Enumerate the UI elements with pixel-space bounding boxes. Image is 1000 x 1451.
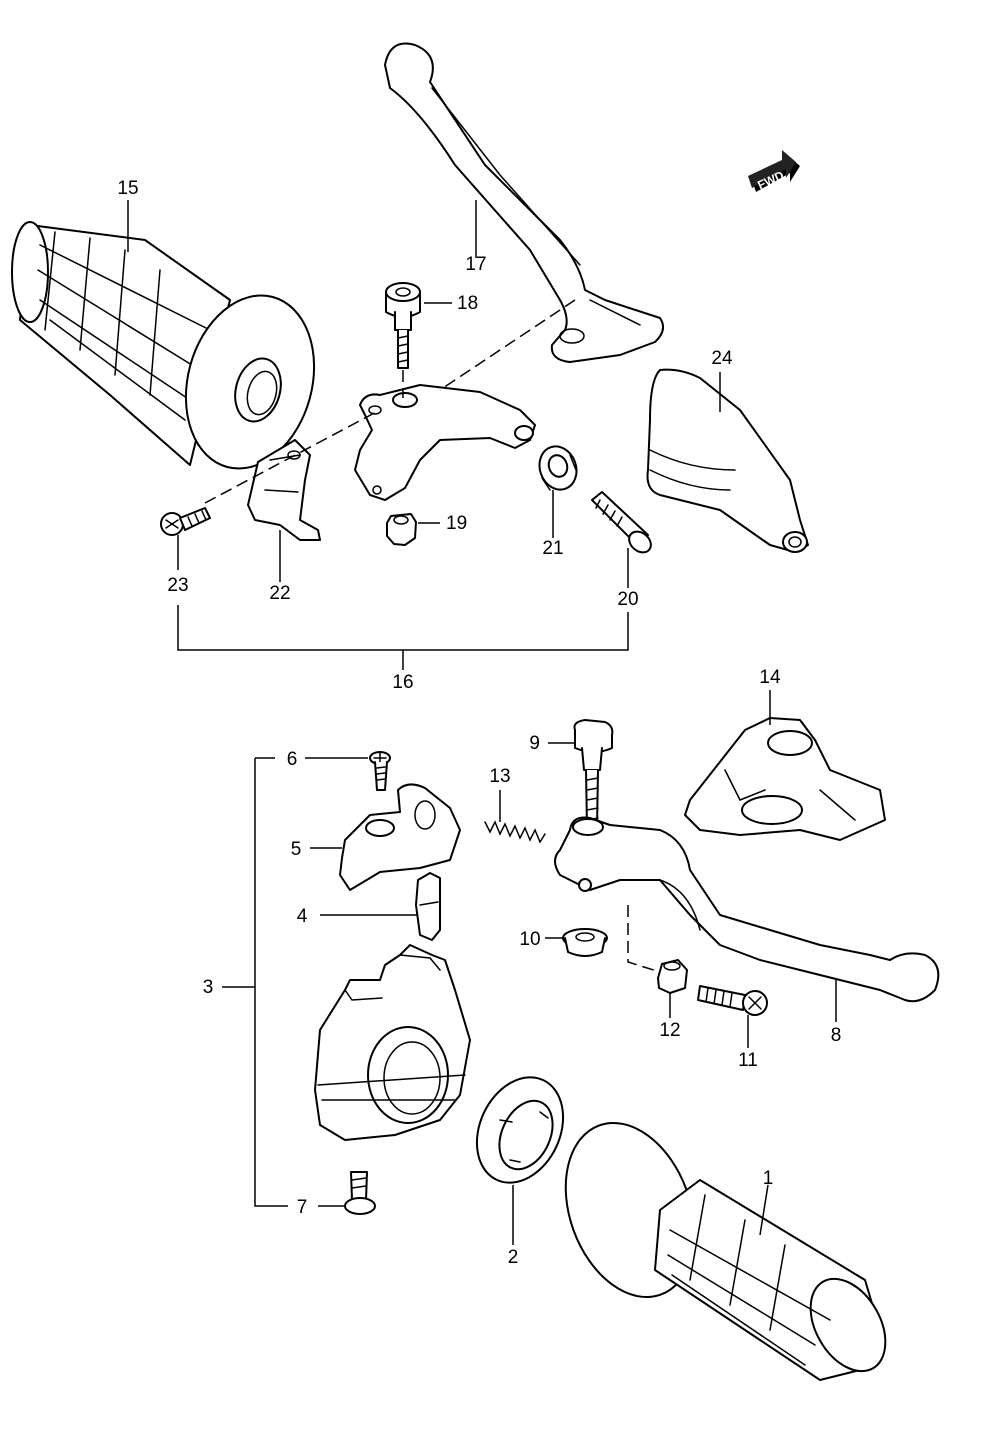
clutch-lever — [384, 42, 665, 363]
callout-15: 15 — [117, 178, 138, 199]
callout-7: 7 — [297, 1197, 308, 1218]
adjuster-screw — [697, 985, 768, 1016]
callout-17: 17 — [465, 254, 486, 275]
callout-14: 14 — [759, 667, 781, 688]
lever-boot — [646, 368, 809, 553]
callout-6: 6 — [287, 749, 298, 770]
callout-2: 2 — [508, 1247, 519, 1268]
alignment-line-12 — [627, 905, 661, 973]
throttle-tube — [475, 1076, 565, 1184]
clutch-lever-holder — [354, 384, 536, 501]
callout-5: 5 — [291, 839, 302, 860]
switch-housing — [314, 944, 471, 1141]
pivot-bolt — [385, 282, 421, 369]
lever-spring — [484, 820, 546, 844]
switch-contact — [415, 872, 441, 941]
left-grip — [11, 221, 316, 470]
brake-lever — [554, 816, 940, 1003]
switch-screw-lower — [344, 1171, 376, 1215]
callout-13: 13 — [489, 766, 510, 787]
callout-24: 24 — [711, 348, 733, 369]
callout-18: 18 — [457, 293, 478, 314]
brake-pivot-bolt — [573, 719, 614, 829]
callout-19: 19 — [446, 513, 467, 534]
callout-16: 16 — [392, 672, 413, 693]
callout-23: 23 — [167, 575, 188, 596]
alignment-line-23 — [204, 409, 381, 504]
callout-12: 12 — [659, 1020, 680, 1041]
leader-lines — [127, 200, 837, 1245]
callout-8: 8 — [831, 1025, 842, 1046]
callout-1: 1 — [763, 1168, 774, 1189]
callout-10: 10 — [519, 929, 540, 950]
callout-11: 11 — [738, 1050, 758, 1071]
fwd-arrow-icon: FWD — [748, 150, 800, 192]
switch-screw-upper — [369, 751, 391, 791]
lever-clamp — [247, 439, 321, 541]
clamp-screw — [160, 507, 211, 536]
alignment-line-17 — [439, 299, 576, 391]
adjuster-locknut — [538, 445, 578, 491]
cable-adjuster — [591, 491, 652, 554]
holder-nut — [386, 513, 417, 546]
callout-3: 3 — [203, 977, 214, 998]
right-grip — [564, 1121, 887, 1381]
callout-22: 22 — [269, 583, 290, 604]
brake-lever-cover — [684, 717, 886, 841]
callout-21: 21 — [542, 538, 563, 559]
pivot-nut — [562, 928, 608, 957]
switch-top-cover — [339, 783, 461, 891]
callout-9: 9 — [529, 733, 540, 754]
callout-4: 4 — [297, 906, 308, 927]
callout-20: 20 — [617, 589, 638, 610]
adjuster-nut — [657, 959, 688, 994]
